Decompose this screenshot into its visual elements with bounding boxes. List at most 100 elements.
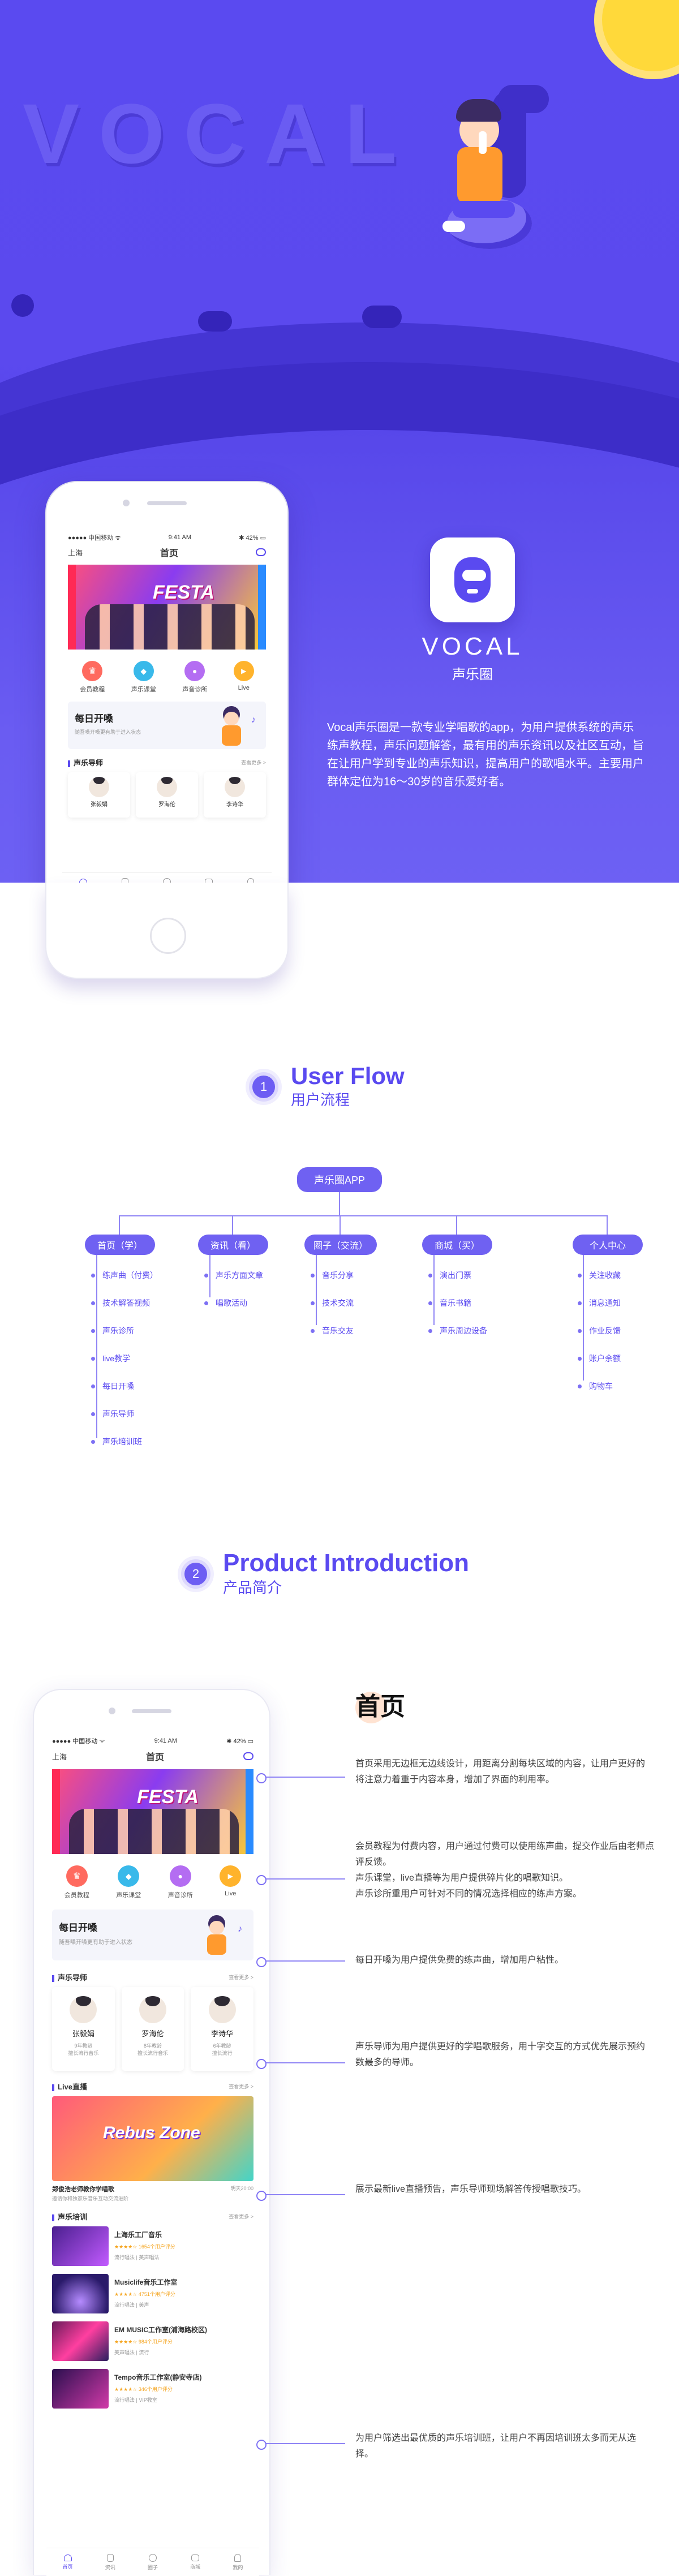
- intro-phone: ●●●●● 中国移动 ᯤ 9:41 AM ✱ 42% ▭ 上海 首页 FESTA…: [33, 1689, 270, 2576]
- daily-practice-card[interactable]: 每日开嗓 随吾嗓开嗓更有助于进入状态 ♪: [52, 1910, 253, 1960]
- crown-icon: ♛: [66, 1865, 88, 1887]
- home-button-lower[interactable]: [150, 918, 186, 954]
- teacher-card[interactable]: 李诗华 6年教龄 擅长流行: [191, 1987, 254, 2071]
- page-title: 首页: [160, 549, 179, 558]
- tab-mine[interactable]: 我的: [246, 873, 256, 883]
- flow-connector: [433, 1255, 435, 1325]
- quick-item[interactable]: ▶Live: [233, 661, 254, 694]
- tab-bar: 首页 资讯 圈子 商城 我的: [62, 872, 272, 883]
- flow-connector: [119, 1215, 120, 1235]
- section-user-flow-header: 1 User Flow 用户流程: [249, 1064, 405, 1109]
- hero-section: VOCAL VOCAL 声乐圈 Vocal声乐圈是一款专业学唱歌的app，为用户…: [0, 0, 679, 883]
- tab-news[interactable]: 资讯: [120, 873, 130, 883]
- flow-item: 声乐诊所: [94, 1325, 134, 1336]
- quick-item[interactable]: ●声音诊所: [168, 1865, 193, 1899]
- singer-illustration: [430, 68, 549, 249]
- annotation-text: 每日开嗓为用户提供免费的练声曲，增加用户粘性。: [355, 1955, 564, 1965]
- teacher-name: 李诗华: [211, 2029, 234, 2038]
- hero-banner[interactable]: FESTA: [68, 565, 266, 650]
- flow-connector: [339, 1192, 340, 1216]
- section-product-intro-header: 2 Product Introduction 产品简介: [181, 1550, 469, 1597]
- carrier-signal: ●●●●● 中国移动 ᯤ: [68, 535, 121, 541]
- training-name: Musiclife音乐工作室: [114, 2278, 178, 2286]
- training-tag: 流行唱法 | 美声: [114, 2302, 149, 2308]
- quick-item[interactable]: ◆声乐课堂: [116, 1865, 141, 1899]
- battery-indicator: ✱ 42% ▭: [239, 534, 266, 541]
- tab-news[interactable]: 资讯: [105, 2548, 115, 2576]
- flow-connector: [340, 1215, 341, 1235]
- quick-menu: ♛会员教程 ◆声乐课堂 ●声音诊所 ▶Live: [62, 653, 272, 698]
- app-name: VOCAL: [422, 633, 523, 660]
- teachers-more-link[interactable]: 查看更多 >: [229, 1975, 253, 1980]
- tab-circle[interactable]: 圈子: [148, 2548, 158, 2576]
- tab-home[interactable]: 首页: [78, 873, 88, 883]
- training-name: Tempo音乐工作室(静安寺店): [114, 2373, 202, 2381]
- training-more-link[interactable]: 查看更多 >: [229, 2214, 253, 2220]
- flow-connector: [583, 1255, 584, 1381]
- training-header: 声乐培训 查看更多 >: [46, 2203, 259, 2226]
- teachers-more-link[interactable]: 查看更多 >: [241, 760, 266, 766]
- microphone-icon: ●: [169, 1865, 191, 1887]
- training-name: EM MUSIC工作室(浦海路校区): [114, 2326, 207, 2334]
- hero-phone-screen: ●●●●● 中国移动 ᯤ 9:41 AM ✱ 42% ▭ 上海 首页 FESTA…: [62, 532, 272, 883]
- annotation-connector: [256, 2059, 345, 2069]
- annotation-connector: [256, 1957, 345, 1967]
- training-item[interactable]: Musiclife音乐工作室 ★★★★☆ 4751个用户评分 流行唱法 | 美声: [52, 2274, 253, 2315]
- headphones-icon: [63, 2554, 72, 2561]
- tab-mall[interactable]: 商城: [190, 2548, 200, 2576]
- flow-item: 音乐分享: [313, 1270, 354, 1281]
- quick-item[interactable]: ♛会员教程: [80, 661, 105, 694]
- music-note-icon: ♪: [238, 1924, 242, 1934]
- practice-subtitle: 随吾嗓开嗓更有助于进入状态: [75, 729, 141, 735]
- teacher-card[interactable]: 罗海伦: [136, 772, 198, 818]
- annotation-connector: [256, 1773, 345, 1783]
- tab-mine[interactable]: 我的: [233, 2548, 243, 2576]
- training-item[interactable]: EM MUSIC工作室(浦海路校区) ★★★★☆ 984个用户评分 美声唱法 |…: [52, 2321, 253, 2362]
- training-rating: ★★★★☆ 346个用户评分: [114, 2386, 173, 2392]
- teacher-card[interactable]: 张毅娟: [68, 772, 130, 818]
- live-time: 明天20:00: [230, 2186, 253, 2191]
- tree-mid: [198, 311, 232, 332]
- section-number-badge: 1: [249, 1072, 278, 1102]
- annotation-connector: [256, 1875, 345, 1885]
- live-banner[interactable]: Rebus Zone: [52, 2096, 253, 2181]
- tab-bar: 首页 资讯 圈子 商城 我的: [46, 2548, 259, 2576]
- city-selector[interactable]: 上海: [52, 1752, 67, 1761]
- daily-practice-card[interactable]: 每日开嗓 随吾嗓开嗓更有助于进入状态 ♪: [68, 702, 266, 749]
- battery-indicator: ✱ 42% ▭: [226, 1738, 253, 1745]
- quick-item[interactable]: ●声音诊所: [182, 661, 207, 694]
- quick-item[interactable]: ♛会员教程: [65, 1865, 89, 1899]
- tab-mall[interactable]: 商城: [204, 873, 214, 883]
- tab-circle[interactable]: 圈子: [162, 873, 172, 883]
- banner-crowd: [69, 1809, 239, 1854]
- flow-item: 消息通知: [581, 1297, 621, 1309]
- flow-col-news: 资讯（看）: [198, 1235, 268, 1255]
- quick-item[interactable]: ▶Live: [220, 1865, 242, 1899]
- tree-left: [11, 294, 34, 317]
- status-bar: ●●●●● 中国移动 ᯤ 9:41 AM ✱ 42% ▭: [62, 532, 272, 543]
- avatar: [70, 1996, 97, 2023]
- status-bar: ●●●●● 中国移动 ᯤ 9:41 AM ✱ 42% ▭: [46, 1735, 259, 1747]
- app-name-cn: 声乐圈: [452, 667, 493, 682]
- banner-title: FESTA: [153, 582, 214, 603]
- training-item[interactable]: Tempo音乐工作室(静安寺店) ★★★★☆ 346个用户评分 流行唱法 | V…: [52, 2369, 253, 2410]
- annotation-text: 会员教程为付费内容，用户通过付费可以使用练声曲，提交作业后由老师点评反馈。 声乐…: [355, 1842, 655, 1899]
- teacher-card[interactable]: 李诗华: [204, 772, 266, 818]
- training-item[interactable]: 上海乐工厂音乐 ★★★★☆ 1654个用户评分 流行唱法 | 美声唱法: [52, 2226, 253, 2267]
- app-icon: [430, 537, 515, 622]
- message-icon[interactable]: [243, 1752, 253, 1760]
- live-sub: 邀请你和独家乐音乐互动交流进阶: [52, 2196, 129, 2201]
- teacher-card[interactable]: 罗海伦 8年教龄 擅长流行音乐: [121, 1987, 184, 2071]
- home-banner[interactable]: FESTA: [52, 1769, 253, 1854]
- city-selector[interactable]: 上海: [68, 548, 83, 557]
- live-more-link[interactable]: 查看更多 >: [229, 2084, 253, 2089]
- quick-menu: ♛会员教程 ◆声乐课堂 ●声音诊所 ▶Live: [46, 1857, 259, 1904]
- teacher-desc: 擅长流行音乐: [68, 2050, 99, 2056]
- message-icon[interactable]: [256, 548, 266, 556]
- practice-subtitle: 随吾嗓开嗓更有助于进入状态: [59, 1939, 132, 1946]
- training-thumbnail: [52, 2274, 109, 2313]
- tab-home[interactable]: 首页: [63, 2548, 73, 2576]
- section-title-cn: 用户流程: [291, 1091, 350, 1108]
- quick-item[interactable]: ◆声乐课堂: [131, 661, 156, 694]
- teacher-card[interactable]: 张毅娟 9年教龄 擅长流行音乐: [52, 1987, 115, 2071]
